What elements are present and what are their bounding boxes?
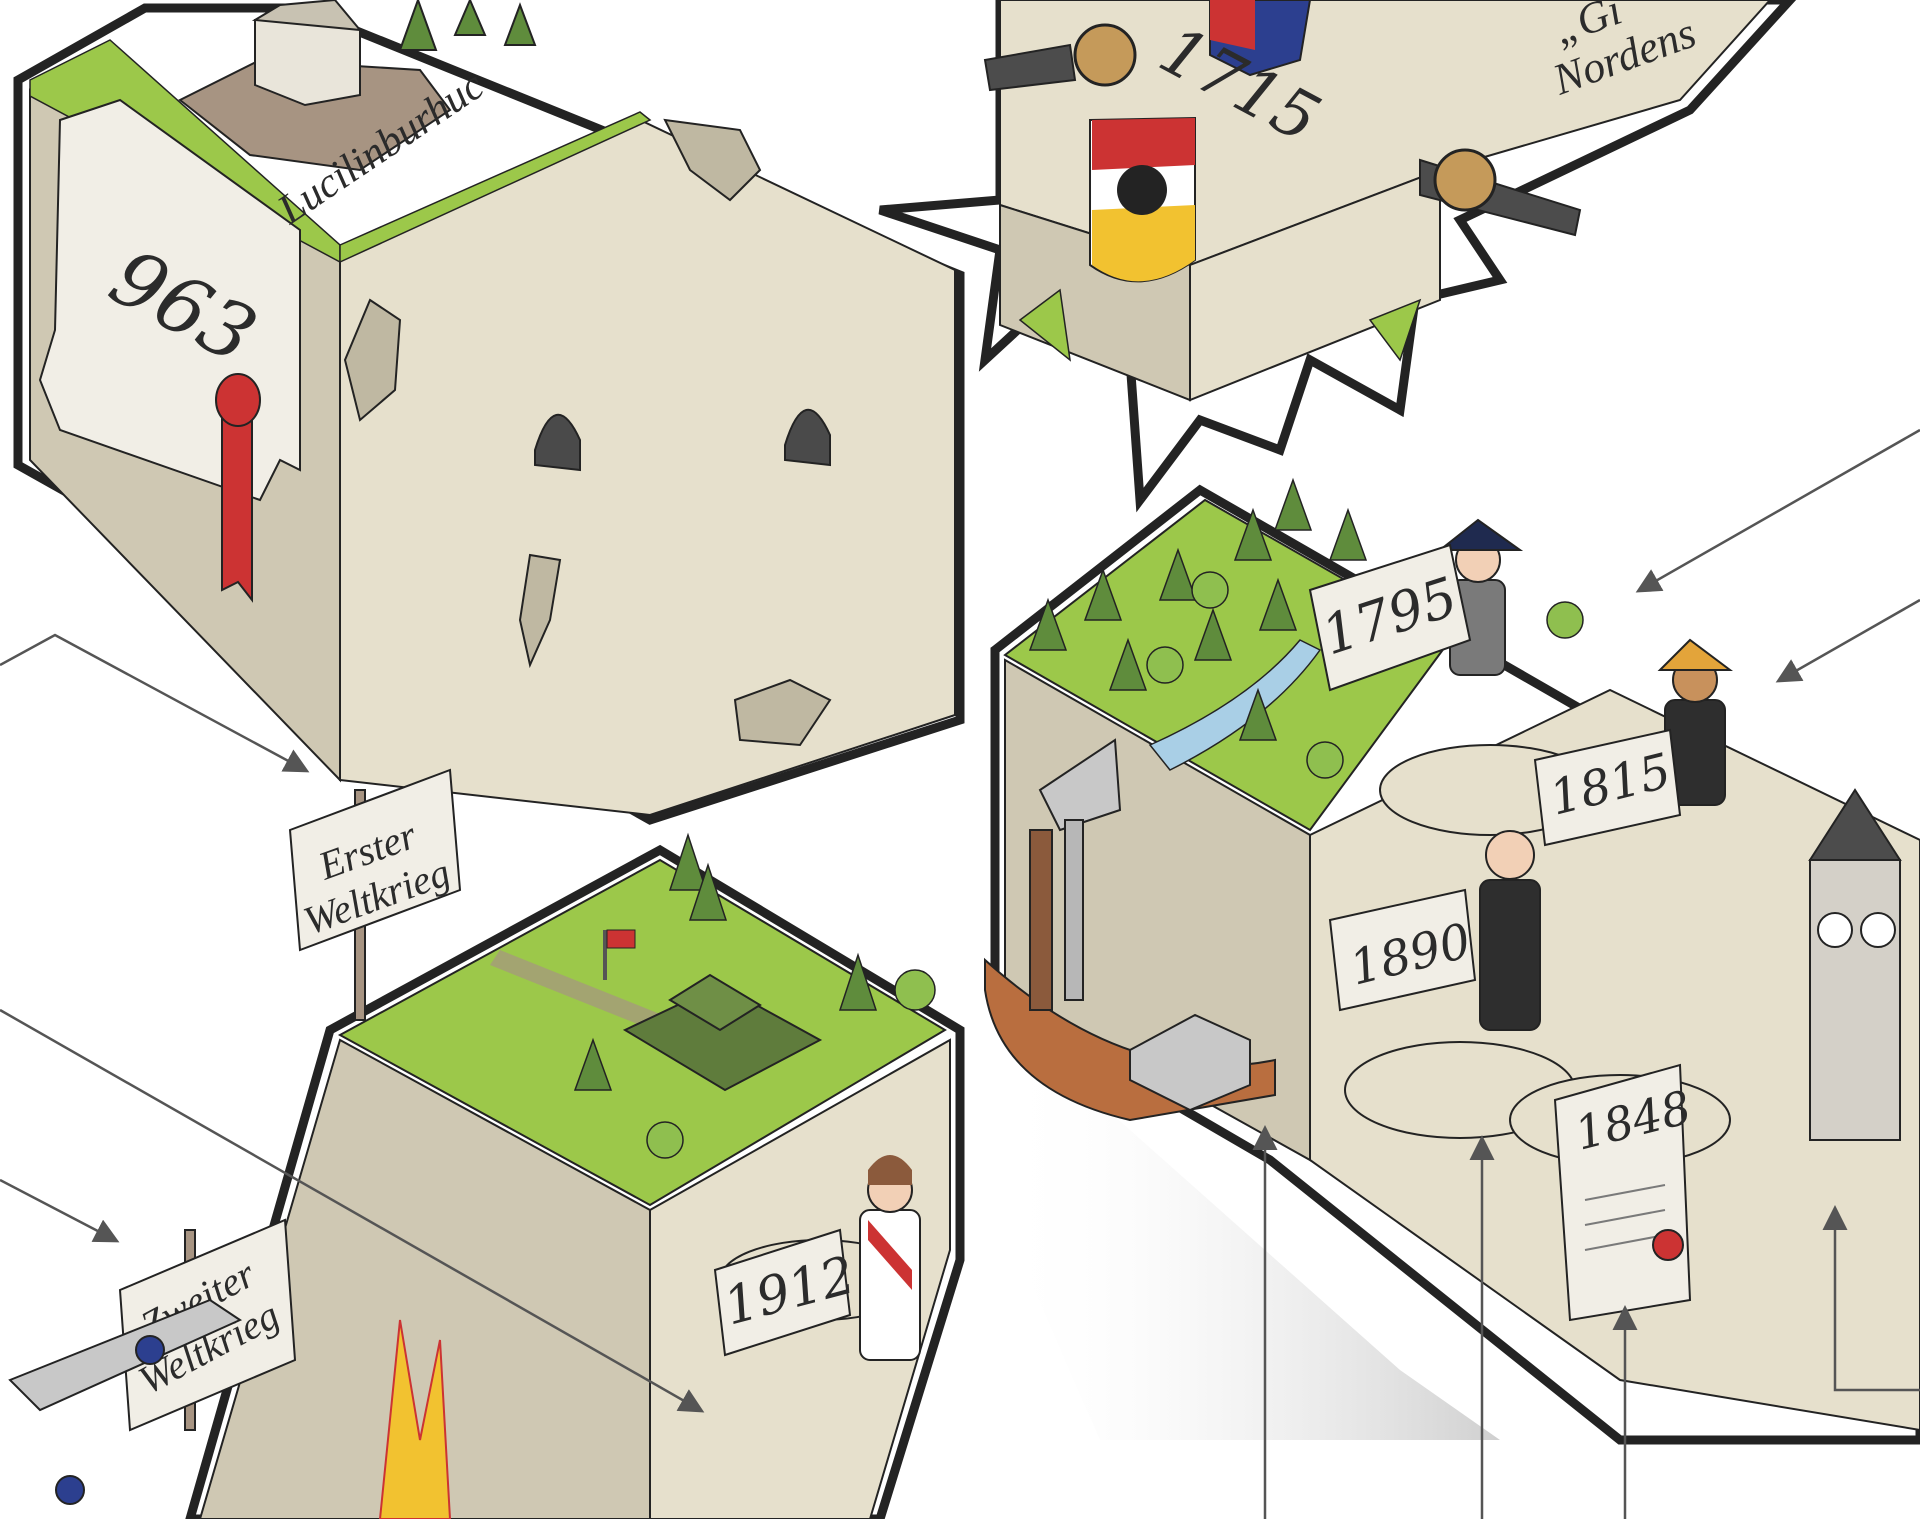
castle-trees [398,0,537,51]
constitution-document-1848 [1553,1063,1692,1322]
leader-arrows [0,428,1920,1519]
wars-block: Erster Weltkrieg Zweiter Weltkrieg 1912 [8,768,965,1519]
history-mine-platform [984,738,1276,1122]
fortress-cannon-left [983,23,1137,92]
label-paper-1912 [713,1228,852,1357]
fortress-cannon-right [1419,148,1582,237]
tank [603,929,823,1092]
history-forest-trees [1028,477,1368,741]
history-river [1148,639,1322,771]
wars-trees [573,832,878,1091]
castle-hill [178,0,452,172]
soldier-figure-1815 [1657,638,1733,806]
woman-figure-1912 [859,1155,921,1361]
history-round-trees [1146,571,1584,779]
fortress-block: 1715 „Gi Nordens [878,0,1797,513]
wars-round-trees [646,969,936,1159]
castle-wall-cracks [343,118,832,747]
napoleon-figure [1437,518,1524,676]
fortress-moat-grass [1018,288,1422,362]
officer-figure-1890 [1479,830,1541,1031]
sign-ww1 [288,768,462,1021]
warplane [8,1298,243,1505]
label-paper-1815 [1533,728,1682,847]
label-paper-1890 [1328,888,1477,1012]
fortress-coat-of-arms-top [1209,0,1312,77]
history-block: 1795 1815 1890 1848 [984,477,1920,1445]
big-ben-tower [1808,788,1902,1141]
fortress-coat-of-arms [1089,116,1196,283]
castle-block: Lucilinburhuc 963 [13,0,965,825]
label-paper-1795 [1308,543,1472,692]
castle-windows [534,408,831,472]
castle-seal-ribbon [215,373,261,603]
explosion [378,1319,452,1519]
